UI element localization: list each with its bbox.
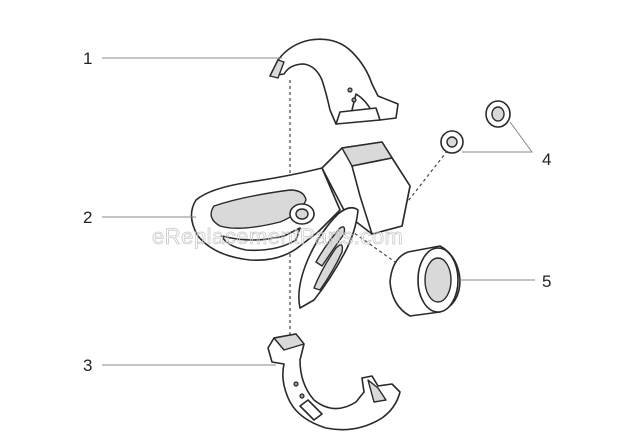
part-1-upper-clamp: [269, 38, 399, 125]
watermark-text: eReplacementParts.com: [152, 224, 403, 249]
callout-2: 2: [83, 208, 92, 227]
part-4-washers: [440, 100, 511, 154]
callout-3: 3: [83, 356, 92, 375]
part-2-yoke-body: [190, 141, 411, 309]
part-3-lower-clamp: [267, 333, 401, 431]
callout-5: 5: [542, 272, 551, 291]
callout-1: 1: [83, 49, 92, 68]
washer-large: [485, 100, 511, 128]
part-5-roller: [389, 245, 461, 317]
washer-small: [440, 130, 464, 154]
leader-lines: [102, 57, 535, 366]
callout-4: 4: [542, 150, 551, 169]
